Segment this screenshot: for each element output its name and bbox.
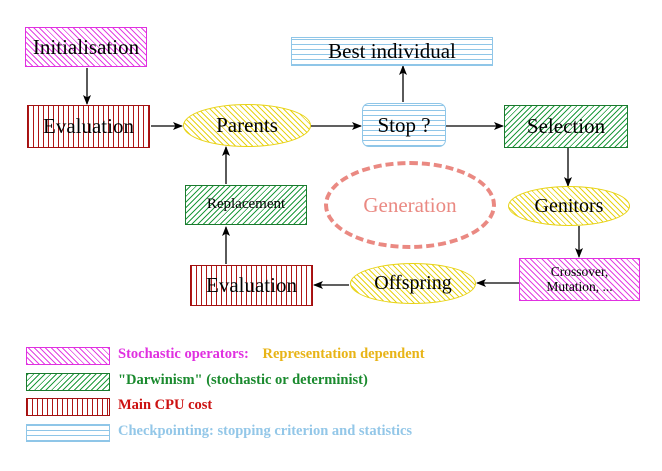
legend-swatch-main-cpu-cost <box>26 398 110 416</box>
node-genitors[interactable]: Genitors <box>508 186 630 226</box>
legend-swatch-stochastic-operators <box>26 347 110 365</box>
annotation-generation-label: Generation <box>363 192 457 217</box>
node-parents[interactable]: Parents <box>183 104 311 147</box>
node-best-individual-label: Best individual <box>328 39 456 64</box>
legend-swatch-checkpointing <box>26 424 110 442</box>
node-parents-label: Parents <box>216 113 278 138</box>
node-evaluation-top-label: Evaluation <box>43 114 134 139</box>
node-crossover-mutation[interactable]: Crossover, Mutation, ... <box>519 258 640 301</box>
node-stop-label: Stop ? <box>377 112 431 137</box>
legend-label-main-cpu-cost: Main CPU cost <box>118 397 213 413</box>
node-evaluation-bottom[interactable]: Evaluation <box>190 265 313 306</box>
node-replacement-label: Replacement <box>206 196 286 213</box>
node-offspring-label: Offspring <box>374 272 452 294</box>
legend-label-darwinism: "Darwinism" (stochastic or determinist) <box>118 372 368 388</box>
node-selection[interactable]: Selection <box>504 105 628 148</box>
node-initialisation-label: Initialisation <box>32 34 140 59</box>
node-selection-label: Selection <box>526 114 606 139</box>
legend-swatch-darwinism <box>26 373 110 391</box>
legend-label-stochastic-operators: Stochastic operators: <box>118 346 249 362</box>
node-best-individual[interactable]: Best individual <box>291 37 493 66</box>
legend-row-stochastic-operators: Stochastic operators: Representation dep… <box>118 346 425 363</box>
node-stop[interactable]: Stop ? <box>362 103 446 147</box>
node-evaluation-top[interactable]: Evaluation <box>27 105 150 148</box>
legend-label-checkpointing: Checkpointing: stopping criterion and st… <box>118 423 413 439</box>
legend-label-representation-dependent: Representation dependent <box>262 346 425 362</box>
node-initialisation[interactable]: Initialisation <box>25 27 147 67</box>
node-evaluation-bottom-label: Evaluation <box>206 273 297 298</box>
node-genitors-label: Genitors <box>534 194 604 217</box>
node-crossover-mutation-label: Crossover, Mutation, ... <box>546 264 613 294</box>
node-offspring[interactable]: Offspring <box>350 263 476 304</box>
annotation-generation: Generation <box>324 161 496 249</box>
node-replacement[interactable]: Replacement <box>185 185 307 225</box>
